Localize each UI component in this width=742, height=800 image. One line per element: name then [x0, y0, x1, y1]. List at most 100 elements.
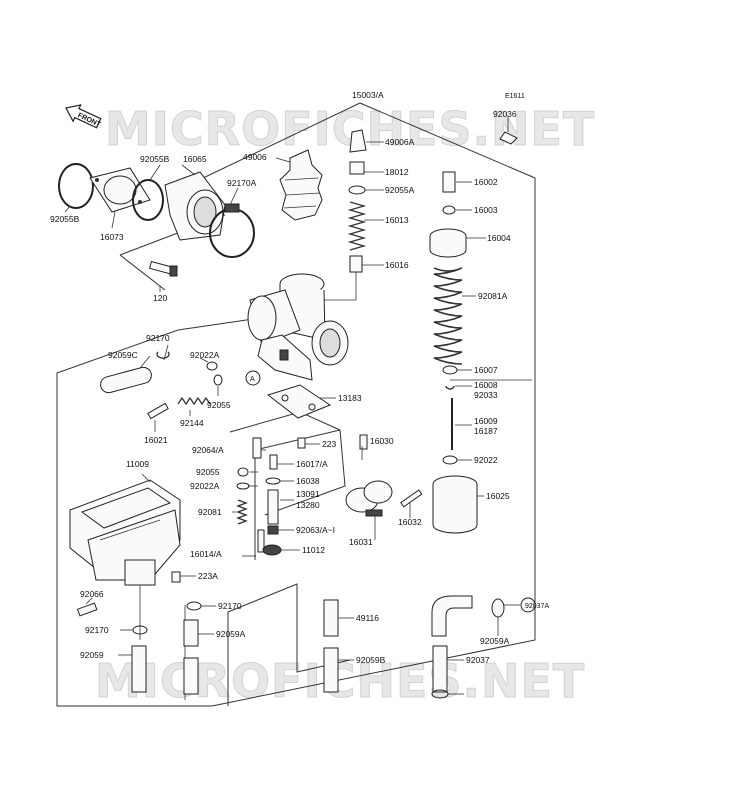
- carburetor-body: [247, 273, 349, 381]
- jet-92064A: [252, 437, 262, 459]
- label-92063A: 92063/A~I: [296, 525, 335, 535]
- label-92059A-a: 92059A: [216, 629, 246, 639]
- ref-a-label-1: A: [250, 376, 255, 383]
- boot-49006: [279, 149, 323, 221]
- diagram-code: E1611: [505, 93, 525, 100]
- spring-16013: [347, 201, 367, 251]
- jet-16014A: [257, 529, 265, 553]
- pilot-16030: [359, 434, 368, 450]
- washer-92022: [442, 455, 458, 465]
- label-92055B-top: 92055B: [140, 154, 170, 164]
- throttle-valve-16025: [432, 475, 478, 534]
- spring-92081A: [433, 267, 463, 365]
- label-11009: 11009: [126, 459, 149, 469]
- washer-92036: [499, 131, 518, 145]
- tube-92059B: [431, 595, 473, 693]
- plug-92059C: [100, 366, 152, 394]
- screw-92066: [76, 602, 98, 617]
- label-92066: 92066: [80, 589, 104, 599]
- label-49116: 49116: [356, 613, 379, 623]
- screw-223: [297, 437, 306, 449]
- label-16003: 16003: [474, 205, 498, 215]
- label-92064A: 92064/A: [192, 445, 224, 455]
- adjuster-18012: [349, 161, 365, 175]
- float-valve-11012: [262, 544, 282, 556]
- label-16008: 16008: [474, 380, 498, 390]
- part-labels: 15003/A 92036 49006A 49006 18012 92055A …: [50, 90, 517, 665]
- ring-92022A-b: [236, 482, 250, 490]
- label-92170-b: 92170: [218, 601, 242, 611]
- ref-a-label-2: 92037A: [525, 603, 549, 610]
- label-92081: 92081: [198, 507, 222, 517]
- screw-223A: [171, 571, 181, 583]
- label-16030: 16030: [370, 436, 394, 446]
- label-92170: 92170: [146, 333, 170, 343]
- gasket-13183: [266, 384, 332, 419]
- label-92022A: 92022A: [190, 350, 220, 360]
- label-16073: 16073: [100, 232, 124, 242]
- label-16021: 16021: [144, 435, 168, 445]
- cap-49006A: [349, 129, 367, 153]
- tube-92059A-a: [183, 619, 199, 647]
- label-223: 223: [322, 439, 336, 449]
- watermark-top: MICROFICHES.NET: [105, 102, 595, 156]
- label-16007: 16007: [474, 365, 498, 375]
- label-16004: 16004: [487, 233, 511, 243]
- clip-16008: [445, 385, 455, 390]
- insulator-16073: [89, 167, 151, 213]
- label-16016: 16016: [385, 260, 409, 270]
- label-92055-b: 92055: [196, 467, 220, 477]
- ring-92022A: [206, 361, 218, 371]
- ring-16038: [265, 477, 281, 485]
- label-92144: 92144: [180, 418, 204, 428]
- plug-92037A: [491, 598, 505, 618]
- needle-16016: [349, 255, 363, 273]
- spring-92081: [236, 499, 248, 525]
- label-16017A: 16017/A: [296, 459, 328, 469]
- label-15003A: 15003/A: [352, 90, 384, 100]
- label-92170A: 92170A: [227, 178, 257, 188]
- assembly-frame: [56, 102, 536, 707]
- oring-92055: [213, 374, 223, 386]
- label-92059C: 92059C: [108, 350, 138, 360]
- label-16013: 16013: [385, 215, 409, 225]
- label-16187: 16187: [474, 426, 498, 436]
- label-92033: 92033: [474, 390, 498, 400]
- jet-92063A: [267, 525, 279, 535]
- clamp-92170: [156, 351, 170, 359]
- label-49006: 49006: [243, 152, 267, 162]
- label-11012: 11012: [302, 545, 325, 555]
- label-16031: 16031: [349, 537, 373, 547]
- label-13280: 13280: [296, 500, 320, 510]
- label-92059A-b: 92059: [80, 650, 104, 660]
- ref-a-marker-2: [520, 597, 536, 613]
- spring-92144: [177, 396, 211, 406]
- holder-16065: [164, 171, 226, 241]
- label-13091: 13091: [296, 489, 320, 499]
- oring-92055A: [348, 185, 366, 195]
- clamp-92170A: [209, 203, 255, 258]
- label-92037A: 92059A: [480, 636, 510, 646]
- label-92022A-b: 92022A: [190, 481, 220, 491]
- label-92081A: 92081A: [478, 291, 508, 301]
- holder-16017A: [269, 454, 278, 470]
- label-16009: 16009: [474, 416, 498, 426]
- label-223A: 223A: [198, 571, 218, 581]
- label-16038: 16038: [296, 476, 320, 486]
- cap-49116: [323, 599, 339, 637]
- float-16031: [345, 480, 393, 517]
- label-92055A: 92055A: [385, 185, 415, 195]
- pin-16032: [400, 489, 423, 508]
- front-arrow-icon: FRONT: [65, 104, 102, 129]
- float-bowl-11009: [69, 479, 181, 586]
- nut-16003: [442, 205, 456, 215]
- label-92055B-left: 92055B: [50, 214, 80, 224]
- label-49006A: 49006A: [385, 137, 415, 147]
- screw-16021: [147, 402, 169, 420]
- label-18012: 18012: [385, 167, 409, 177]
- label-92059: 92059B: [356, 655, 386, 665]
- cap-16002: [442, 171, 456, 193]
- label-92059B: 92037: [466, 655, 490, 665]
- top-cap-16004: [429, 228, 467, 258]
